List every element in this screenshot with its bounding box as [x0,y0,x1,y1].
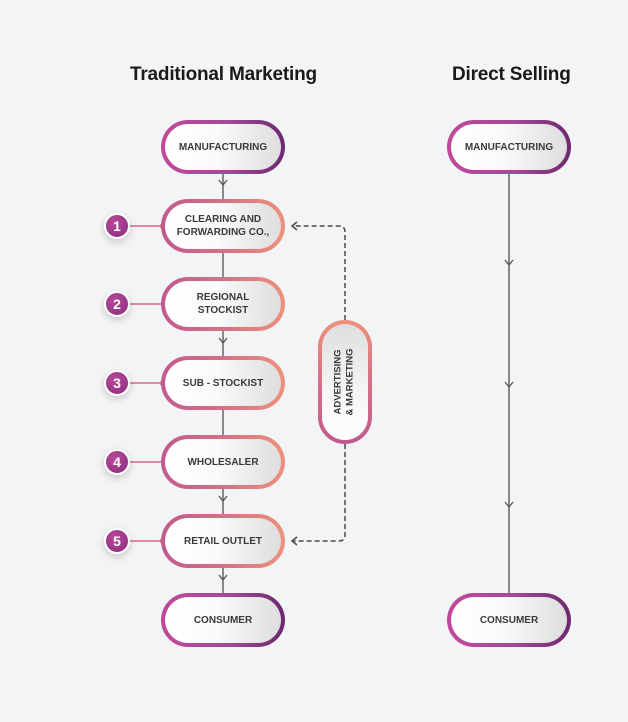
label-line: & MARKETING [345,348,356,416]
arrow-down-icon [504,381,514,389]
dashed-connector-bottom [292,444,346,542]
arrow-down-icon [218,337,228,345]
node-regional-stockist: REGIONAL STOCKIST [161,277,285,331]
arrow-down-icon [218,495,228,503]
step-badge: 3 [104,370,130,396]
direct-selling-title: Direct Selling [452,64,571,85]
node-consumer: CONSUMER [161,593,285,647]
arrow-left-icon [290,221,298,231]
direct-node-manufacturing: MANUFACTURING [447,120,571,174]
node-label: CLEARING AND FORWARDING CO., [165,203,281,249]
dashed-connector-top [292,225,346,320]
advertising-marketing-label: ADVERTISING & MARKETING [333,348,357,415]
node-retail-outlet: RETAIL OUTLET [161,514,285,568]
step-badge: 2 [104,291,130,317]
step-badge: 5 [104,528,130,554]
node-sub-stockist: SUB - STOCKIST [161,356,285,410]
arrow-down-icon [218,179,228,187]
node-label: RETAIL OUTLET [165,518,281,564]
node-advertising-marketing: ADVERTISING & MARKETING [318,320,372,444]
node-label: REGIONAL STOCKIST [165,281,281,327]
node-label: MANUFACTURING [165,124,281,170]
node-label: WHOLESALER [165,439,281,485]
arrow-left-icon [290,536,298,546]
node-manufacturing: MANUFACTURING [161,120,285,174]
node-wholesaler: WHOLESALER [161,435,285,489]
traditional-marketing-title: Traditional Marketing [130,64,317,85]
node-label: CONSUMER [451,597,567,643]
arrow-down-icon [504,259,514,267]
step-badge: 1 [104,213,130,239]
node-label: CONSUMER [165,597,281,643]
node-label: SUB - STOCKIST [165,360,281,406]
node-label: MANUFACTURING [451,124,567,170]
arrow-down-icon [504,501,514,509]
arrow-down-icon [218,574,228,582]
direct-node-consumer: CONSUMER [447,593,571,647]
node-clearing-forwarding: CLEARING AND FORWARDING CO., [161,199,285,253]
label-line: ADVERTISING [333,349,344,415]
step-badge: 4 [104,449,130,475]
